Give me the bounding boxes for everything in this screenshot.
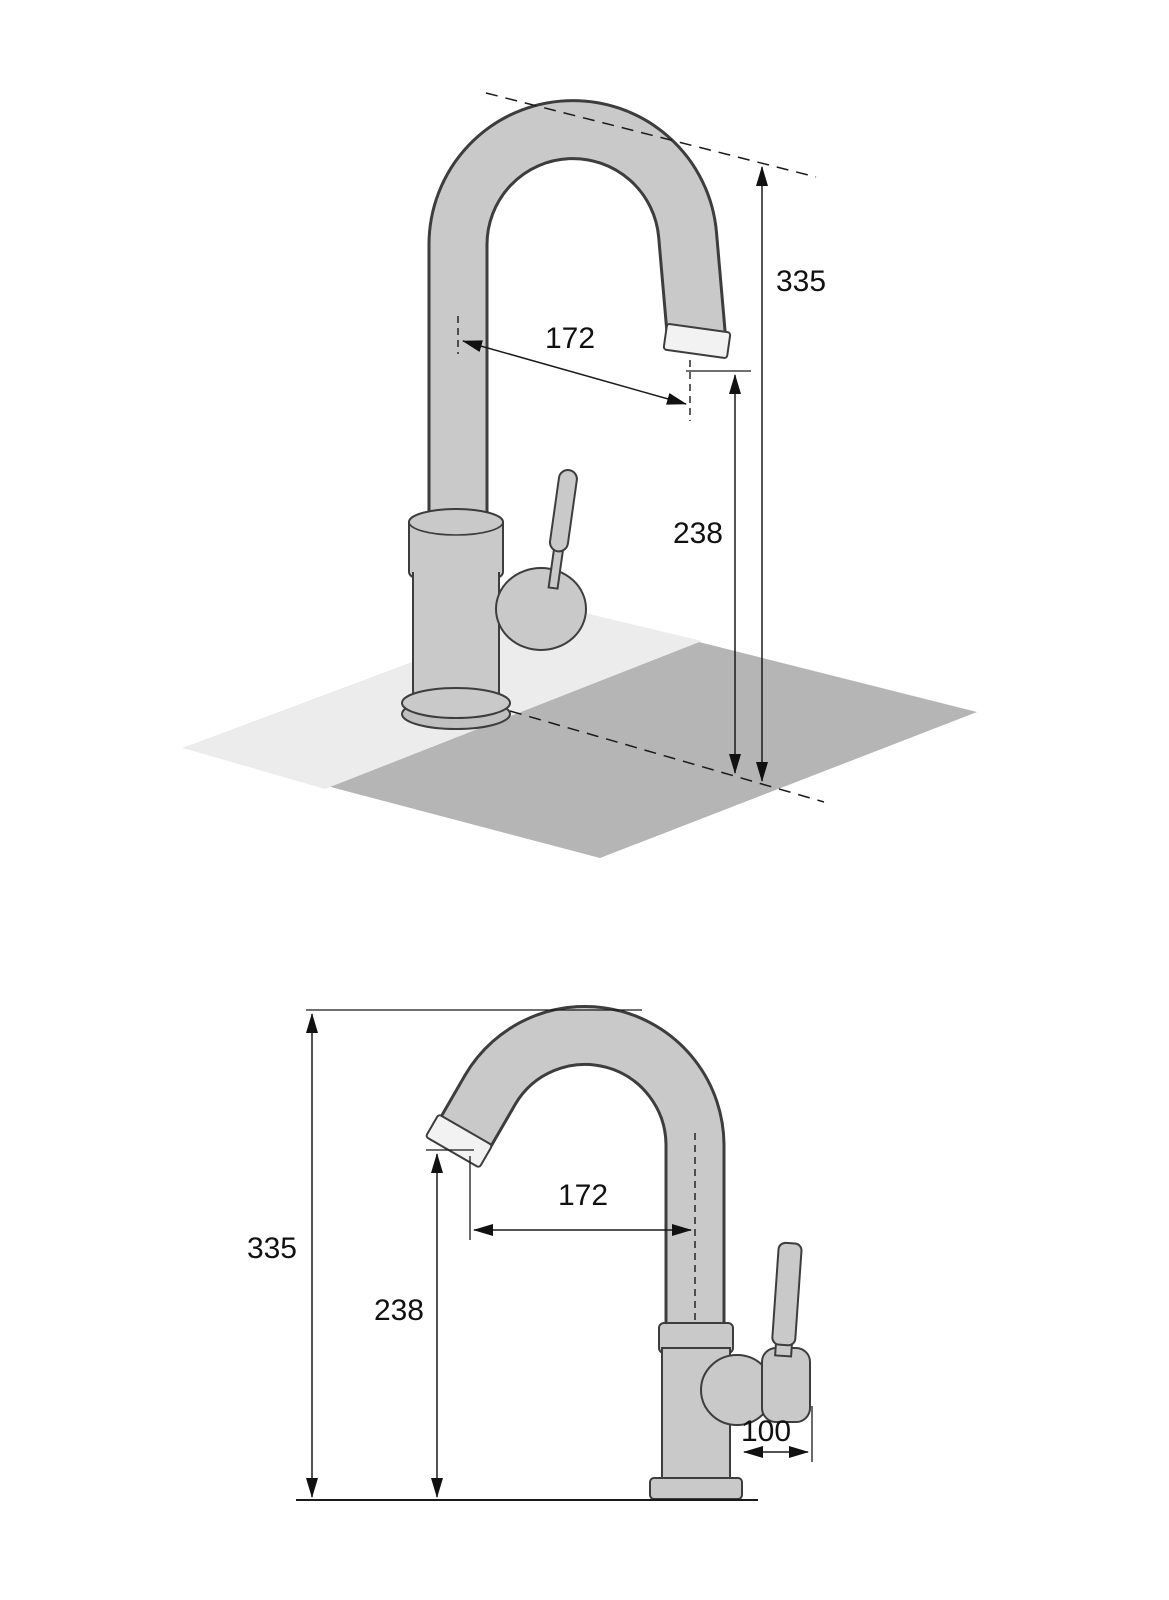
dim-spout-reach-side: 172: [473, 1179, 692, 1236]
dim-spout-reach-label: 172: [545, 322, 595, 355]
side-dimensions: 335 238 172 100: [247, 1009, 813, 1501]
dim-spout-height: 238: [673, 374, 741, 774]
handle-lever-grip: [548, 469, 578, 553]
spout-tube-side: [438, 1007, 723, 1340]
side-elevation-view: 335 238 172 100: [247, 1004, 813, 1501]
top-extension-dashed: [485, 92, 817, 178]
perspective-dimensions: 335 238 172: [457, 92, 826, 803]
dim-spout-reach: 172: [462, 322, 687, 405]
dim-base-depth-label: 100: [741, 1415, 791, 1448]
base-collar-rim: [408, 508, 504, 536]
dim-spout-height-side-label: 238: [374, 1294, 424, 1327]
spout-tube: [430, 102, 724, 565]
handle-lever-grip-side: [771, 1241, 803, 1347]
handle-joint-ball: [495, 567, 587, 651]
base-body: [412, 572, 500, 705]
base-flange-upper: [401, 687, 511, 719]
spout-aerator-tip-side: [425, 1114, 493, 1168]
dim-spout-reach-side-label: 172: [558, 1179, 608, 1212]
faucet-side: [425, 1004, 811, 1500]
dim-spout-height-label: 238: [673, 517, 723, 550]
base-flange-side: [649, 1477, 743, 1500]
sink-counter: [183, 607, 977, 858]
dim-total-height-side-label: 335: [247, 1232, 297, 1265]
faucet-handle: [495, 469, 587, 651]
dim-spout-height-side: 238: [374, 1153, 443, 1498]
dim-total-height-label: 335: [776, 265, 826, 298]
counter-surface: [183, 607, 977, 858]
dim-base-depth: 100: [741, 1415, 809, 1458]
handle-housing: [761, 1347, 811, 1423]
dim-total-height: 335: [756, 166, 826, 782]
counter-extension-dashed: [509, 710, 825, 803]
perspective-view: 335 238 172: [183, 92, 977, 858]
dim-total-height-side: 335: [247, 1013, 318, 1498]
